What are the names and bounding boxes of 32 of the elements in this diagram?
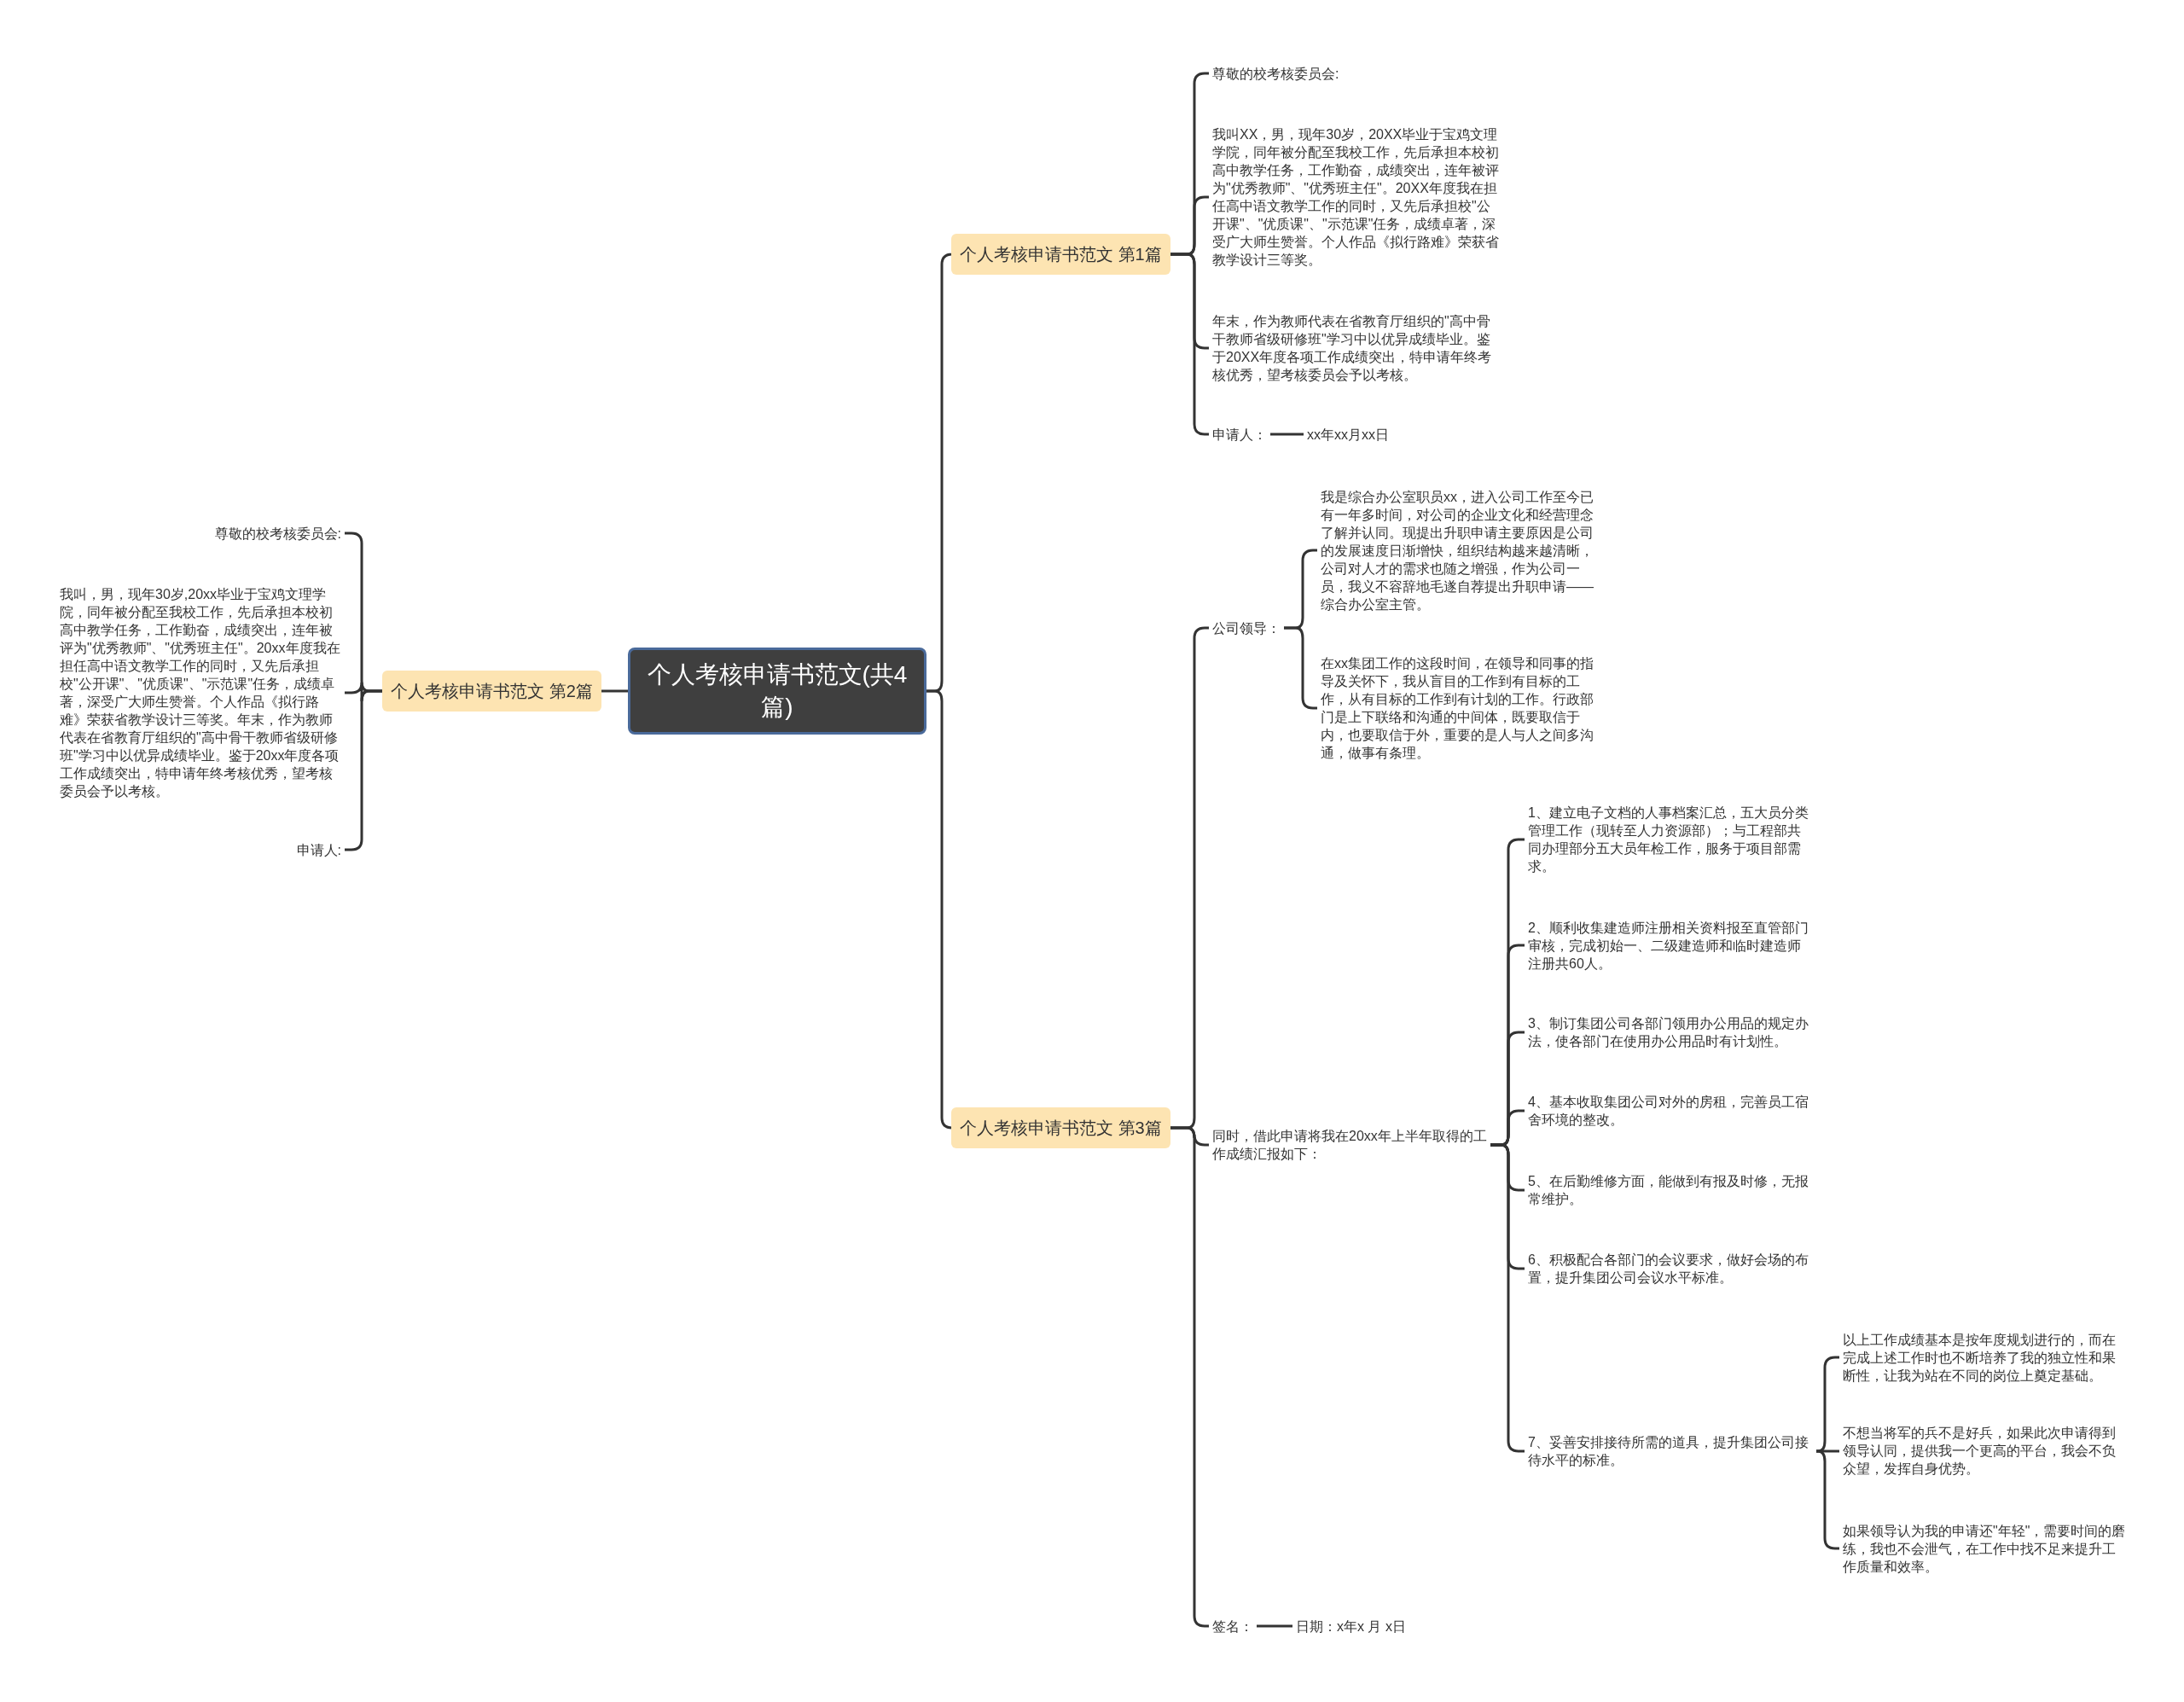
note-text: 申请人： bbox=[1209, 425, 1270, 444]
note-text: 公司领导： bbox=[1209, 619, 1284, 637]
connector-line bbox=[1170, 1126, 1209, 1628]
central-topic-box: 个人考核申请书范文(共4篇) bbox=[628, 648, 926, 735]
note-text: 在xx集团工作的这段时间，在领导和同事的指导及关怀下，我从盲目的工作到有目标的工作，从有目标的工作到有计划的工作。行政部门是上下联络和沟通的中间体，既要取信于内，也要取信于外，重要的是人与人之间多沟通，做事有条理。 bbox=[1317, 654, 1606, 762]
connector-line bbox=[601, 689, 628, 693]
note-text: 3、制订集团公司各部门领用办公用品的规定办法，使各部门在使用办公用品时有计划性。 bbox=[1525, 1014, 1816, 1050]
branch-topic-box: 个人考核申请书范文 第2篇 bbox=[382, 671, 601, 712]
note-text: 1、建立电子文档的人事档案汇总，五大员分类管理工作（现转至人力资源部）；与工程部共同办理部分五大员年检工作，服务于项目部需求。 bbox=[1525, 804, 1816, 875]
note-text: 同时，借此申请将我在20xx年上半年取得的工作成绩汇报如下： bbox=[1209, 1127, 1490, 1163]
note-text: 以上工作成绩基本是按年度规划进行的，而在完成上述工作时也不断培养了我的独立性和果断性，让我为站在不同的岗位上奠定基础。 bbox=[1839, 1330, 2131, 1385]
note-text: 我是综合办公室职员xx，进入公司工作至今已有一年多时间，对公司的企业文化和经营理念了解并认同。现提出升职申请主要原因是公司的发展速度日渐增快，组织结构越来越清晰，公司对人才的需求也随之增强，作为公司一员，我义不容辞地毛遂自荐提出升职申请——综合办公室主管。 bbox=[1317, 487, 1606, 613]
note-text: 4、基本收取集团公司对外的房租，完善员工宿舍环境的整改。 bbox=[1525, 1093, 1816, 1129]
note-text: xx年xx月xx日 bbox=[1304, 425, 1392, 444]
note-text: 签名： bbox=[1209, 1617, 1257, 1635]
branch-topic-box: 个人考核申请书范文 第1篇 bbox=[951, 234, 1170, 275]
note-text: 尊敬的校考核委员会: bbox=[1209, 64, 1343, 83]
note-text: 年末，作为教师代表在省教育厅组织的"高中骨干教师省级研修班"学习中以优异成绩毕业。鉴于20XX年度各项工作成绩突出，特申请年终考核优秀，望考核委员会予以考核。 bbox=[1209, 312, 1503, 384]
note-text: 5、在后勤维修方面，能做到有报及时修，无报常维护。 bbox=[1525, 1172, 1816, 1208]
note-text: 我叫，男，现年30岁,20xx毕业于宝鸡文理学院，同年被分配至我校工作，先后承担本校初高中教学任务，工作勤奋，成绩突出，连年被评为"优秀教师"、"优秀班主任"。20xx年度我在担任高中语文教学工作的同时，又先后承担校"公开课"、"优质课"、"示范课"任务，成绩卓著，深受广大师生赞誉。个人作品《拟行路难》荣获省教学设计三等奖。年末，作为教师代表在省教育厅组织的"高中骨干教师省级研修班"学习中以优异成绩毕业。鉴于20xx年度各项工作成绩突出，特申请年终考核优秀，望考核委员会予以考核。 bbox=[56, 585, 345, 800]
note-text: 申请人: bbox=[293, 840, 345, 859]
note-text: 我叫XX，男，现年30岁，20XX毕业于宝鸡文理学院，同年被分配至我校工作，先后承担本校初高中教学任务，工作勤奋，成绩突出，连年被评为"优秀教师"、"优秀班主任"。20XX年度我在担任高中语文教学工作的同时，又先后承担校"公开课"、"优质课"、"示范课"任务，成绩卓著，深受广大师生赞誉。个人作品《拟行路难》荣获省教学设计三等奖。 bbox=[1209, 125, 1503, 269]
note-text: 2、顺利收集建造师注册相关资料报至直管部门审核，完成初始一、二级建造师和临时建造师注册共60人。 bbox=[1525, 918, 1816, 973]
note-text: 如果领导认为我的申请还"年轻"，需要时间的磨练，我也不会泄气，在工作中找不足来提升工作质量和效率。 bbox=[1839, 1521, 2131, 1576]
note-text: 7、妥善安排接待所需的道具，提升集团公司接待水平的标准。 bbox=[1525, 1433, 1816, 1469]
branch-topic-box: 个人考核申请书范文 第3篇 bbox=[951, 1107, 1170, 1148]
note-text: 日期：x年x 月 x日 bbox=[1292, 1617, 1409, 1635]
note-text: 尊敬的校考核委员会: bbox=[211, 524, 345, 543]
note-text: 不想当将军的兵不是好兵，如果此次申请得到领导认同，提供我一个更高的平台，我会不负众望，发挥自身优势。 bbox=[1839, 1423, 2131, 1478]
connector-line bbox=[1257, 1624, 1292, 1628]
connector-line bbox=[1270, 433, 1304, 436]
note-text: 6、积极配合各部门的会议要求，做好会场的布置，提升集团公司会议水平标准。 bbox=[1525, 1251, 1816, 1287]
